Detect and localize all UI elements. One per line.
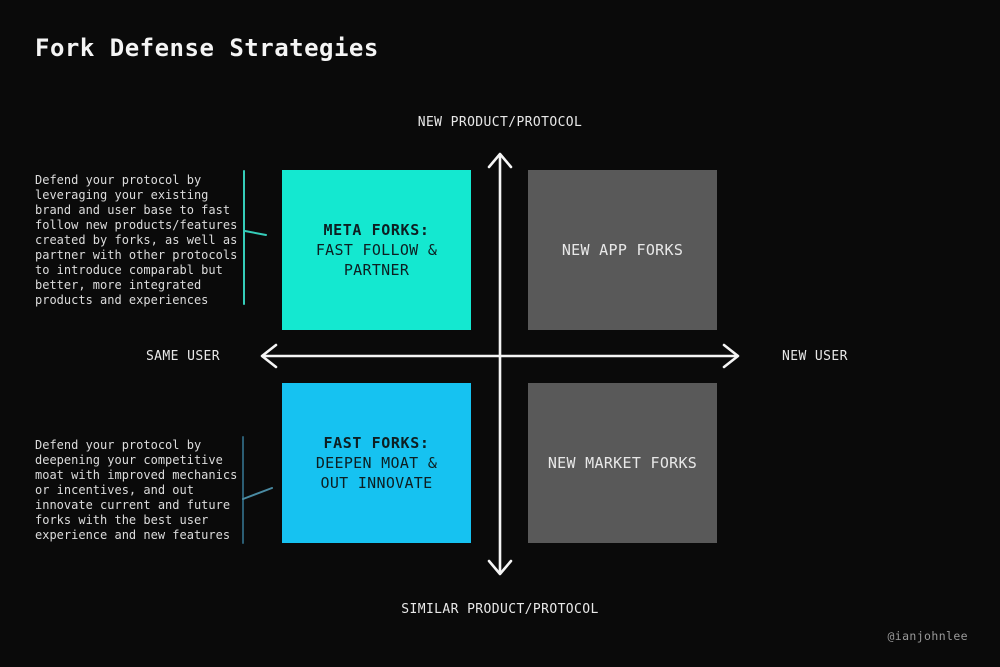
annotation-bottom-bracket bbox=[242, 436, 273, 544]
quadrant-new-market-forks-label: NEW MARKET FORKS bbox=[547, 454, 698, 472]
annotation-top-bracket bbox=[243, 170, 267, 305]
axis-label-top: NEW PRODUCT/PROTOCOL bbox=[417, 115, 583, 130]
axis-label-left: SAME USER bbox=[145, 349, 220, 364]
arrowhead-up-icon bbox=[487, 152, 513, 169]
annotation-top-text: Defend your protocol by leveraging your … bbox=[35, 173, 238, 307]
arrowhead-left-icon bbox=[260, 343, 278, 369]
annotation-bottom-text: Defend your protocol by deepening your c… bbox=[35, 438, 238, 542]
quadrant-fast-forks-heading: FAST FORKS: bbox=[323, 434, 430, 452]
quadrant-fast-forks: FAST FORKS: DEEPEN MOAT & OUT INNOVATE bbox=[282, 383, 471, 543]
horizontal-axis-arrow bbox=[260, 343, 740, 369]
credit-handle: @ianjohnlee bbox=[887, 629, 968, 643]
arrowhead-down-icon bbox=[487, 559, 513, 576]
axis-label-right: NEW USER bbox=[782, 349, 848, 364]
quadrant-meta-forks-heading: META FORKS: bbox=[323, 221, 430, 239]
axis-label-bottom: SIMILAR PRODUCT/PROTOCOL bbox=[401, 602, 599, 617]
quadrant-fast-forks-lines: DEEPEN MOAT & OUT INNOVATE bbox=[315, 454, 438, 492]
page-title: Fork Defense Strategies bbox=[35, 34, 379, 62]
quadrant-new-market-forks: NEW MARKET FORKS bbox=[528, 383, 717, 543]
quadrant-meta-forks-lines: FAST FOLLOW & PARTNER bbox=[315, 241, 438, 279]
arrowhead-right-icon bbox=[722, 343, 740, 369]
quadrant-meta-forks: META FORKS: FAST FOLLOW & PARTNER bbox=[282, 170, 471, 330]
quadrant-new-app-forks: NEW APP FORKS bbox=[528, 170, 717, 330]
quadrant-new-app-forks-label: NEW APP FORKS bbox=[561, 241, 684, 259]
vertical-axis-arrow bbox=[487, 152, 513, 576]
